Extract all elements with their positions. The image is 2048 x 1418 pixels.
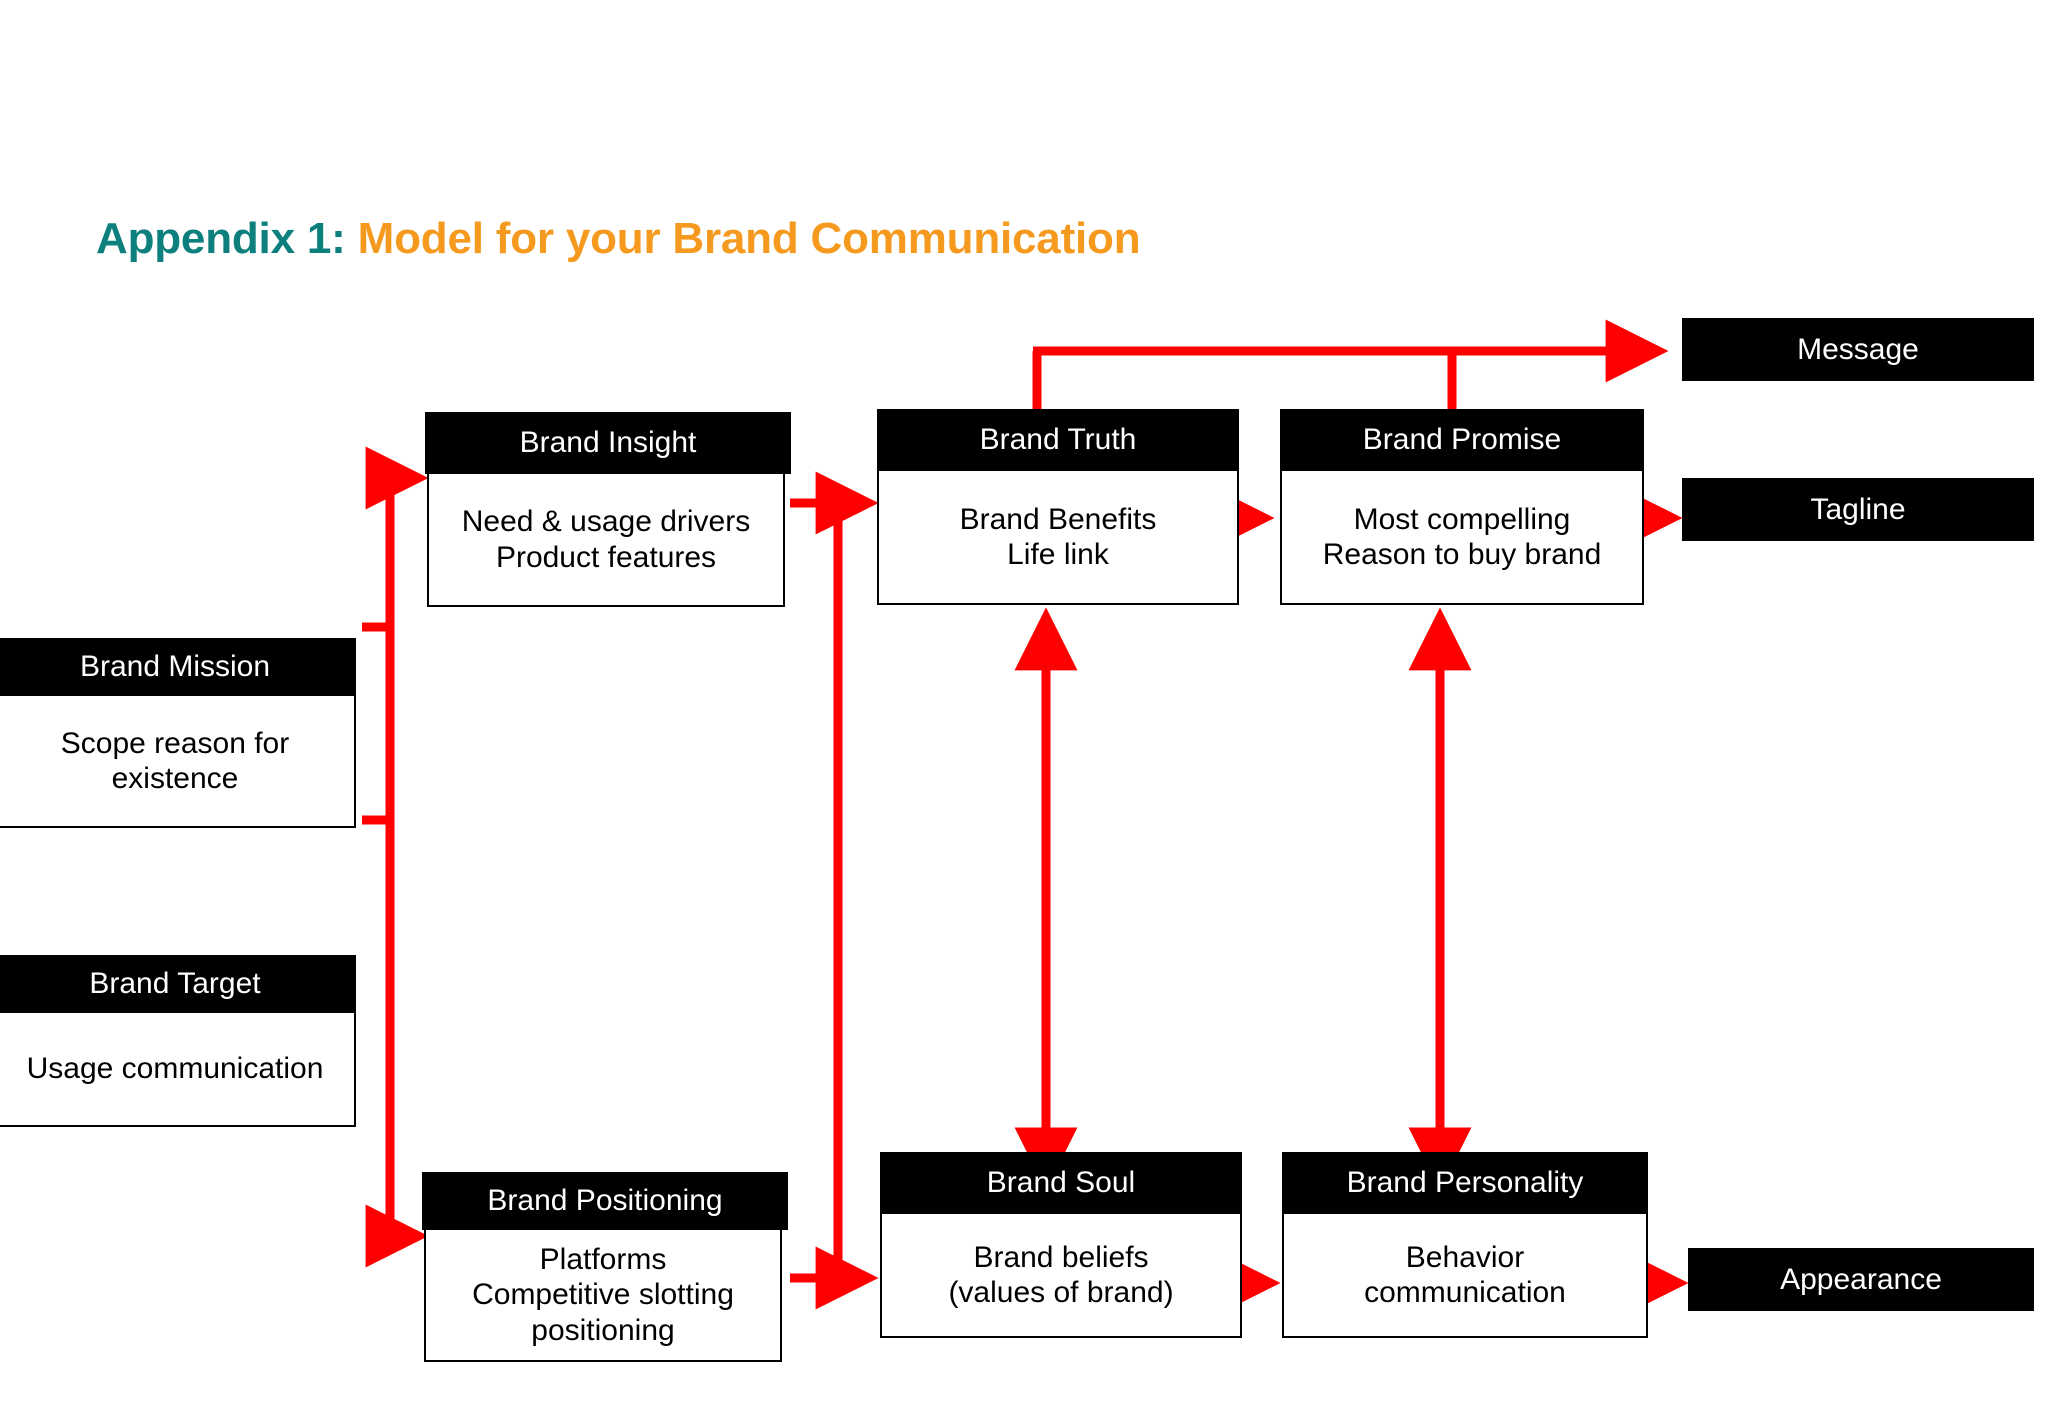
node-tagline[interactable]: Tagline (1682, 478, 2034, 541)
node-brand-soul-body: Brand beliefs (values of brand) (880, 1214, 1242, 1338)
node-brand-insight-body: Need & usage drivers Product features (427, 474, 785, 607)
node-brand-truth[interactable]: Brand Truth Brand Benefits Life link (877, 409, 1239, 605)
node-message[interactable]: Message (1682, 318, 2034, 381)
node-brand-target[interactable]: Brand Target Usage communication (0, 955, 362, 1127)
node-brand-target-header: Brand Target (0, 955, 356, 1013)
node-brand-soul[interactable]: Brand Soul Brand beliefs (values of bran… (880, 1152, 1242, 1338)
connector-mid-trunk (790, 471, 879, 1310)
node-brand-promise-header: Brand Promise (1280, 409, 1644, 471)
node-brand-promise-body: Most compelling Reason to buy brand (1280, 471, 1644, 605)
node-brand-positioning-body: Platforms Competitive slotting positioni… (424, 1230, 782, 1362)
node-brand-positioning-header: Brand Positioning (422, 1172, 788, 1230)
node-brand-positioning[interactable]: Brand Positioning Platforms Competitive … (422, 1172, 788, 1362)
node-brand-insight-header: Brand Insight (425, 412, 791, 474)
node-brand-soul-header: Brand Soul (880, 1152, 1242, 1214)
node-brand-personality-header: Brand Personality (1282, 1152, 1648, 1214)
node-brand-personality-body: Behavior communication (1282, 1214, 1648, 1338)
title-rest: Model for your Brand Communication (345, 214, 1141, 263)
node-brand-personality[interactable]: Brand Personality Behavior communication (1282, 1152, 1648, 1338)
node-appearance[interactable]: Appearance (1688, 1248, 2034, 1311)
node-brand-mission-body: Scope reason for existence (0, 696, 356, 828)
node-brand-mission[interactable]: Brand Mission Scope reason for existence (0, 638, 362, 828)
page-title: Appendix 1: Model for your Brand Communi… (96, 214, 1141, 264)
node-brand-promise[interactable]: Brand Promise Most compelling Reason to … (1280, 409, 1644, 605)
connector-top-bus-to-message (1032, 319, 1669, 409)
node-brand-truth-body: Brand Benefits Life link (877, 471, 1239, 605)
node-brand-insight[interactable]: Brand Insight Need & usage drivers Produ… (425, 412, 791, 607)
title-prefix: Appendix 1: (96, 214, 346, 263)
node-brand-truth-header: Brand Truth (877, 409, 1239, 471)
node-brand-mission-header: Brand Mission (0, 638, 356, 696)
connector-left-trunk (362, 446, 429, 1268)
node-brand-target-body: Usage communication (0, 1013, 356, 1127)
